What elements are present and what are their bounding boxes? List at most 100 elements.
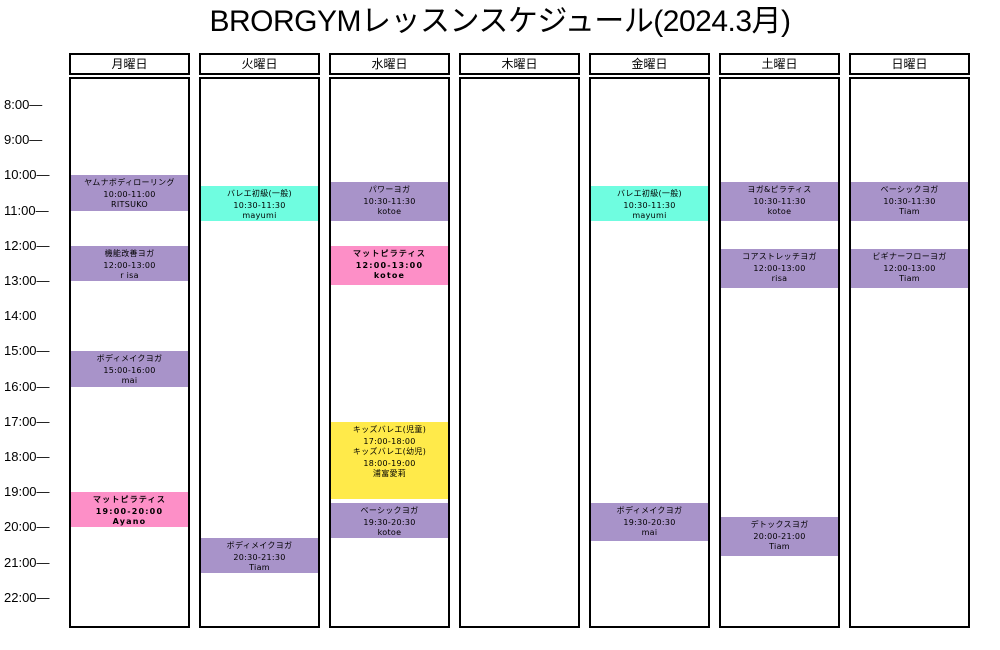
lesson-time: 12:00-13:00 xyxy=(753,264,806,274)
lesson-instructor: kotoe xyxy=(377,527,402,537)
lesson-name: ビギナーフローヨガ xyxy=(872,252,947,262)
lesson-time: 12:00-13:00 xyxy=(103,260,156,270)
time-label: 15:00— xyxy=(4,343,50,359)
time-label: 18:00— xyxy=(4,449,50,464)
day-header: 木曜日 xyxy=(459,53,580,75)
page-title: BRORGYMレッスンスケジュール(2024.3月) xyxy=(209,5,791,38)
lesson-name: コアストレッチヨガ xyxy=(742,252,817,262)
lesson-time: 10:30-11:30 xyxy=(883,197,936,207)
lesson-name: ボディメイクヨガ xyxy=(96,354,163,364)
lesson-instructor: 浦富愛莉 xyxy=(372,468,407,478)
lesson-instructor: Tiam xyxy=(249,562,270,572)
lesson-name: ベーシックヨガ xyxy=(880,185,939,195)
lesson-instructor: kotoe xyxy=(373,270,406,280)
time-label: 10:00— xyxy=(4,167,50,183)
lesson-time: 10:30-11:30 xyxy=(233,200,286,210)
time-label: 21:00— xyxy=(4,554,50,570)
day-header: 火曜日 xyxy=(199,53,320,75)
time-label: 9:00— xyxy=(4,132,43,148)
time-label: 14:00 xyxy=(4,308,37,324)
time-label: 8:00— xyxy=(4,97,43,112)
lesson-instructor: Ayano xyxy=(112,517,147,527)
lesson-instructor: mayumi xyxy=(242,210,277,220)
time-label: 22:00— xyxy=(4,589,50,605)
time-label: 12:00— xyxy=(4,237,50,253)
lesson-time: 17:00-18:00 xyxy=(363,436,416,446)
time-label: 20:00— xyxy=(4,519,50,535)
lesson-time: 12:00-13:00 xyxy=(355,260,424,270)
lesson-instructor: Tiam xyxy=(769,541,790,551)
lesson-time: 20:00-21:00 xyxy=(753,531,806,541)
lesson-name: ベーシックヨガ xyxy=(360,505,419,515)
time-label: 17:00— xyxy=(4,413,50,429)
lesson-name: ボディメイクヨガ xyxy=(616,505,683,515)
lesson-instructor: risa xyxy=(771,274,788,284)
lesson-name: ボディメイクヨガ xyxy=(226,540,293,550)
lesson-name: 機能改善ヨガ xyxy=(104,248,155,258)
lesson-name: ヤムナボディローリング xyxy=(84,178,175,188)
lesson-name: マットピラティス xyxy=(92,495,167,505)
day-header: 日曜日 xyxy=(849,53,970,75)
time-label: 16:00— xyxy=(4,378,50,394)
lesson-instructor: mayumi xyxy=(632,210,667,220)
lesson-name: キッズバレエ(児童) xyxy=(352,424,427,434)
day-column xyxy=(459,77,580,628)
lesson-instructor: mai xyxy=(641,527,658,537)
lesson-instructor: Tiam xyxy=(899,274,920,284)
day-header: 水曜日 xyxy=(329,53,450,75)
lesson-time: 18:00-19:00 xyxy=(363,458,416,468)
time-axis: 8:00— 9:00— 10:00— 11:00— 12:00— 13:00— 14:00 1… xyxy=(0,0,64,650)
lesson-time: 10:30-11:30 xyxy=(363,197,416,207)
lesson-instructor: kotoe xyxy=(377,207,402,217)
lesson-time: 10:30-11:30 xyxy=(623,200,676,210)
lesson-instructor: mai xyxy=(121,376,138,386)
lesson-name: バレエ初級(一般) xyxy=(227,188,292,198)
lesson-time: 19:30-20:30 xyxy=(623,517,676,527)
time-label: 13:00— xyxy=(4,273,50,288)
lesson-time: 10:30-11:30 xyxy=(753,197,806,207)
lesson-instructor: kotoe xyxy=(767,207,792,217)
lesson-name: パワーヨガ xyxy=(368,185,411,195)
day-header: 土曜日 xyxy=(719,53,840,75)
lesson-name: マットピラティス xyxy=(352,248,427,258)
lesson-time: 12:00-13:00 xyxy=(883,264,936,274)
lesson-instructor: r isa xyxy=(120,270,139,280)
lesson-time: 19:30-20:30 xyxy=(363,517,416,527)
lesson-name: キッズバレエ(幼児) xyxy=(352,446,427,456)
lesson-time: 19:00-20:00 xyxy=(95,507,164,517)
lesson-time: 15:00-16:00 xyxy=(103,366,156,376)
lesson-name: ヨガ&ピラティス xyxy=(747,185,812,195)
lesson-name: バレエ初級(一般) xyxy=(617,188,682,198)
time-label: 11:00— xyxy=(4,202,49,218)
lesson-name: デトックスヨガ xyxy=(750,519,809,529)
lesson-instructor: RITSUKO xyxy=(111,200,148,210)
day-header: 月曜日 xyxy=(69,53,190,75)
time-label: 19:00— xyxy=(4,484,50,500)
lesson-instructor: Tiam xyxy=(899,207,920,217)
day-header: 金曜日 xyxy=(589,53,710,75)
lesson-time: 10:00-11:00 xyxy=(103,190,156,200)
